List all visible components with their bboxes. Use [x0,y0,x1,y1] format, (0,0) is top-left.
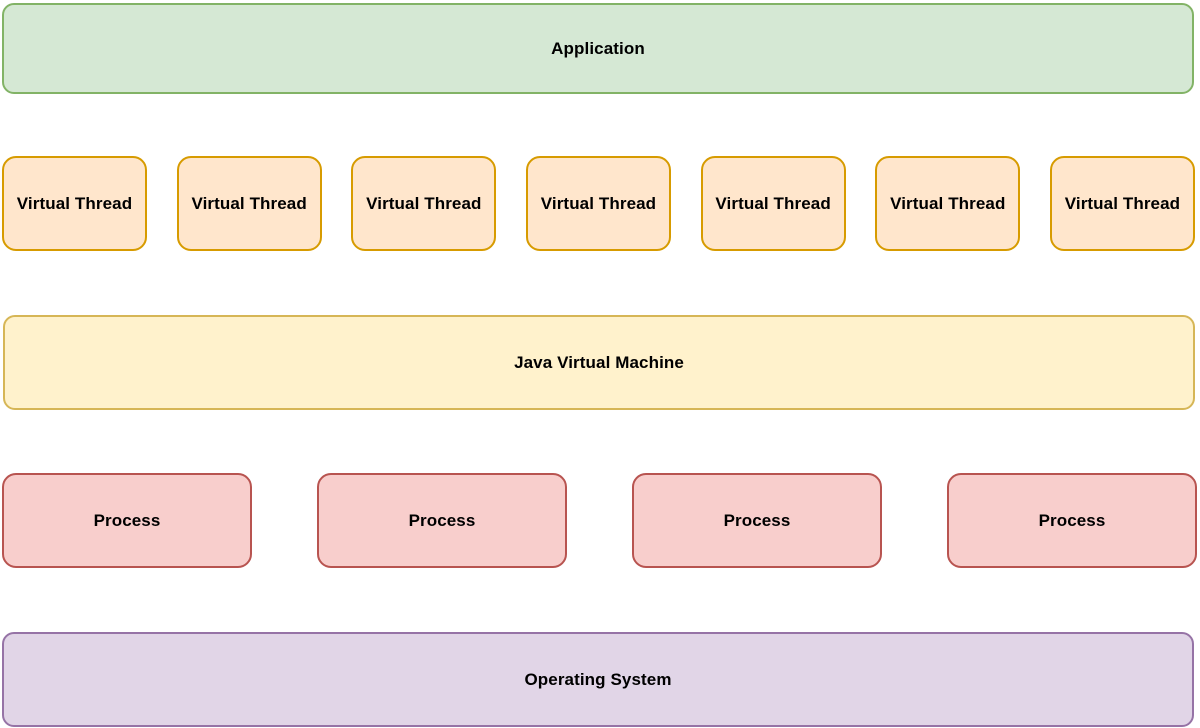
process-label: Process [408,510,476,530]
virtual-thread-box: Virtual Thread [351,156,497,251]
application-layer-label: Application [551,38,645,58]
process-box: Process [317,473,567,568]
virtual-thread-box: Virtual Thread [176,156,322,251]
process-label: Process [93,510,161,530]
virtual-thread-box: Virtual Thread [1049,156,1195,251]
virtual-thread-label: Virtual Thread [16,193,133,213]
virtual-thread-label: Virtual Thread [366,193,482,213]
process-box: Process [2,473,252,568]
virtual-thread-label: Virtual Thread [1064,193,1181,213]
process-box: Process [632,473,882,568]
virtual-thread-box: Virtual Thread [875,156,1021,251]
process-label: Process [723,510,791,530]
virtual-thread-box: Virtual Thread [525,156,671,251]
virtual-thread-box: Virtual Thread [700,156,846,251]
virtual-thread-row: Virtual Thread Virtual Thread Virtual Th… [2,156,1195,251]
application-layer-box: Application [2,3,1194,94]
process-label: Process [1038,510,1106,530]
operating-system-layer-label: Operating System [524,669,672,689]
virtual-thread-label: Virtual Thread [191,193,307,213]
virtual-thread-box: Virtual Thread [2,156,147,251]
jvm-layer-label: Java Virtual Machine [514,352,684,372]
process-box: Process [947,473,1197,568]
operating-system-layer-box: Operating System [2,632,1194,727]
process-row: Process Process Process Process [2,473,1197,568]
virtual-thread-label: Virtual Thread [715,193,831,213]
virtual-thread-label: Virtual Thread [890,193,1006,213]
virtual-thread-label: Virtual Thread [540,193,657,213]
jvm-layer-box: Java Virtual Machine [3,315,1195,410]
